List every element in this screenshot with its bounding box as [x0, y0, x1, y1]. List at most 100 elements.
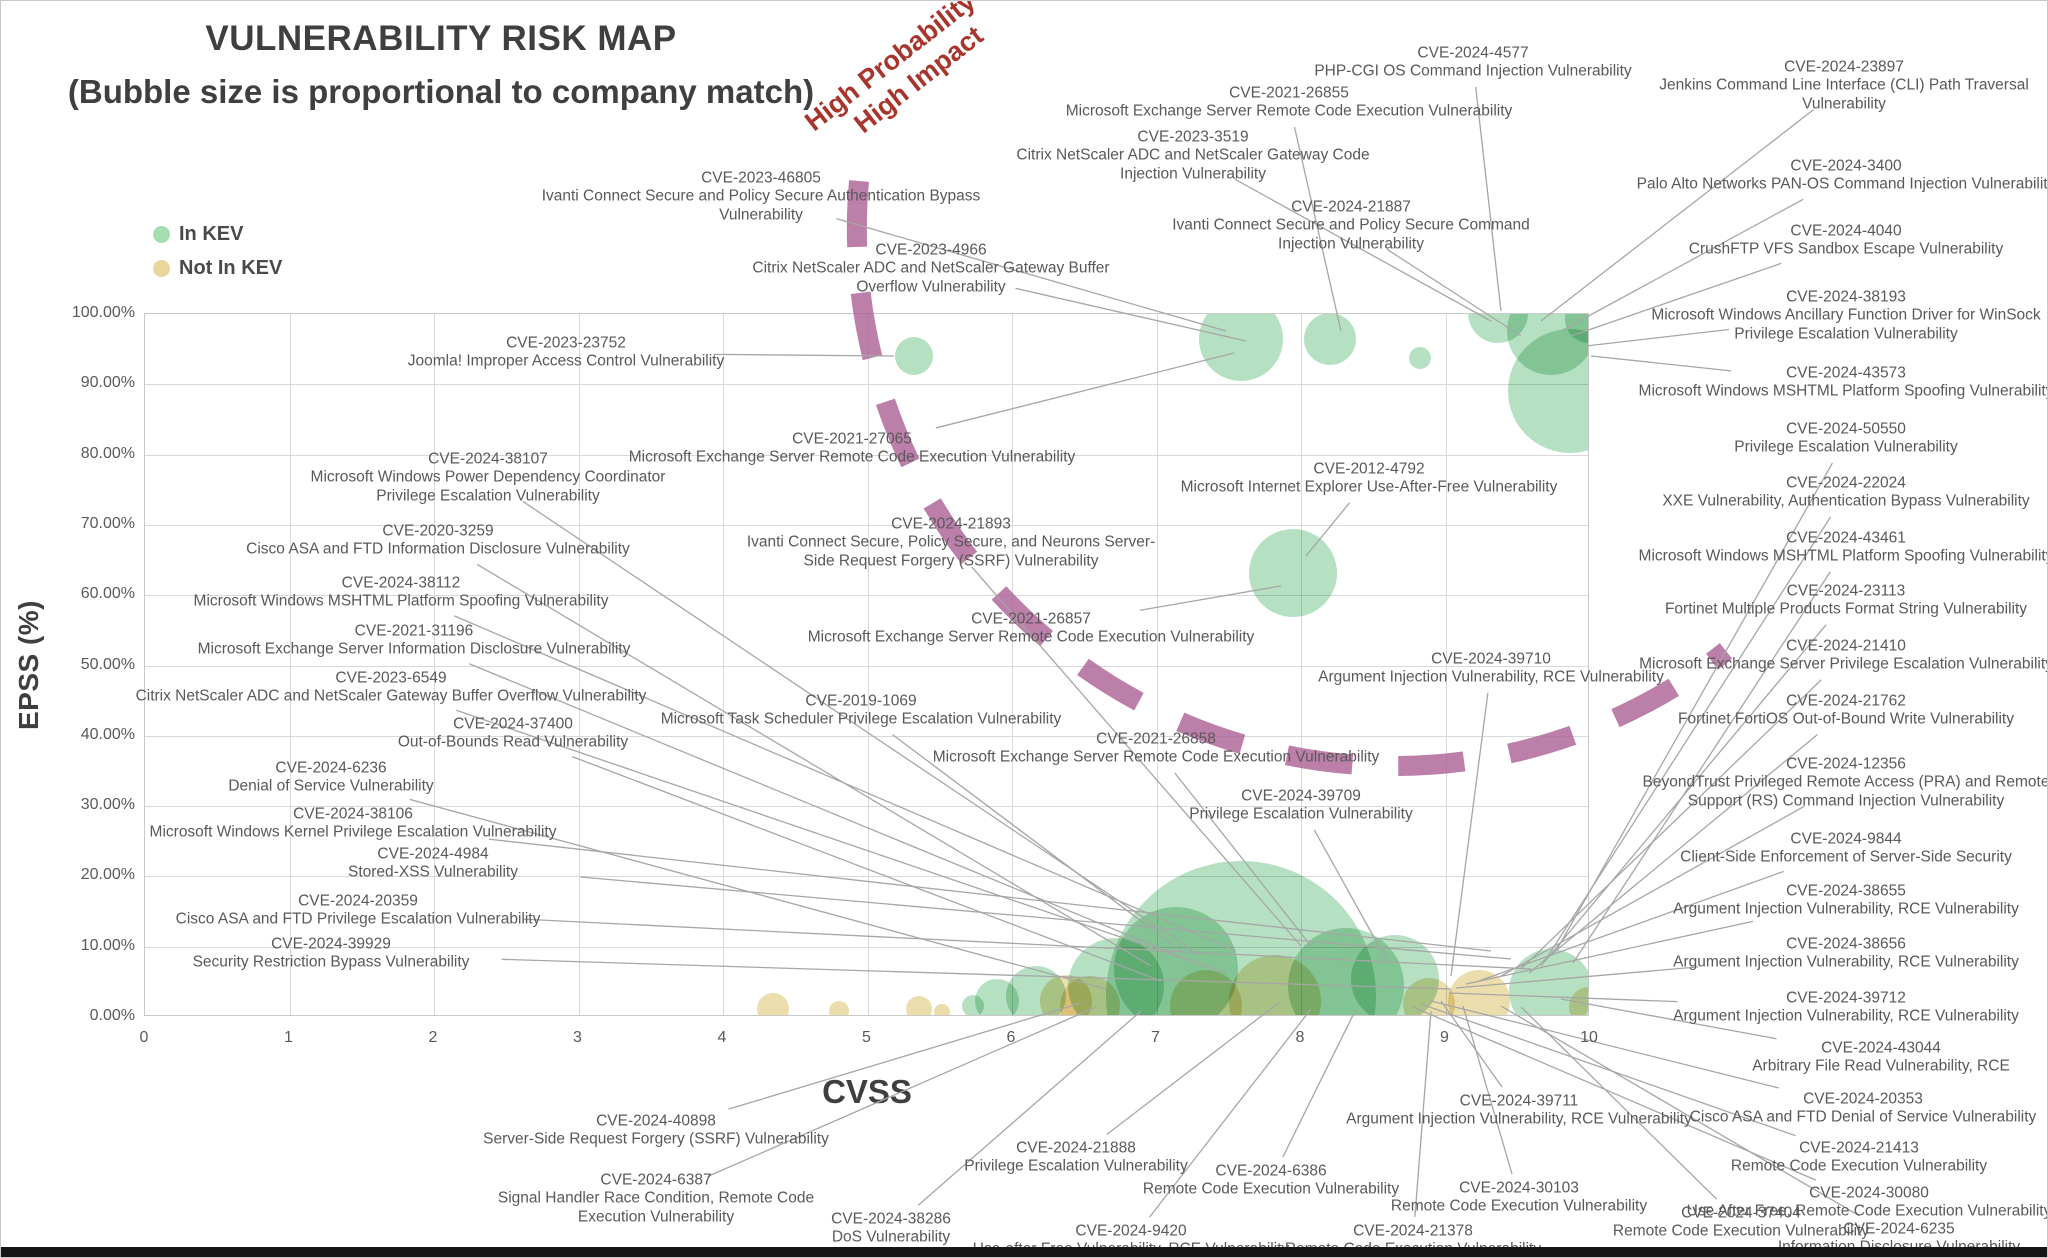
- x-tick-label: 8: [1295, 1029, 1305, 1046]
- cve-id: CVE-2024-21893: [891, 515, 1011, 533]
- x-tick-label: 3: [573, 1029, 582, 1046]
- cve-id: CVE-2024-38193: [1786, 288, 1906, 306]
- cve-id: CVE-2019-1069: [805, 692, 917, 710]
- cve-description: BeyondTrust Privileged Remote Access (PR…: [1642, 773, 2048, 810]
- cve-id: CVE-2024-39710: [1431, 650, 1551, 668]
- cve-description: Remote Code Execution Vulnerability: [1730, 1158, 1988, 1175]
- cve-id: CVE-2024-38107: [428, 450, 548, 468]
- cve-description: Argument Injection Vulnerability, RCE Vu…: [1318, 669, 1664, 686]
- cve-id: CVE-2024-6236: [275, 759, 387, 777]
- cve-id: CVE-2024-21887: [1291, 198, 1411, 216]
- cve-description: Argument Injection Vulnerability, RCE Vu…: [1673, 954, 2019, 971]
- y-tick-label: 0.00%: [89, 1007, 135, 1024]
- bubble-point: [905, 995, 932, 1015]
- cve-description: Ivanti Connect Secure, Policy Secure, an…: [746, 533, 1156, 570]
- cve-id: CVE-2024-37404: [1681, 1204, 1801, 1222]
- cve-id: CVE-2024-30080: [1809, 1184, 1929, 1202]
- cve-id: CVE-2012-4792: [1313, 460, 1425, 478]
- cve-id: CVE-2024-20359: [298, 892, 418, 910]
- cve-description: Ivanti Connect Secure and Policy Secure …: [541, 187, 981, 224]
- cve-description: Client-Side Enforcement of Server-Side S…: [1680, 849, 2012, 866]
- legend-label: In KEV: [179, 222, 244, 245]
- cve-description: Microsoft Windows Power Dependency Coord…: [310, 468, 666, 505]
- chart-title: VULNERABILITY RISK MAP: [205, 19, 677, 58]
- cve-id: CVE-2024-4577: [1417, 44, 1529, 62]
- legend-label: Not In KEV: [179, 256, 283, 279]
- cve-id: CVE-2023-23752: [506, 334, 626, 352]
- cve-description: Microsoft Exchange Server Information Di…: [197, 641, 631, 658]
- y-tick-label: 100.00%: [71, 304, 135, 321]
- cve-description: Citrix NetScaler ADC and NetScaler Gatew…: [1016, 146, 1370, 183]
- cve-description: Fortinet Multiple Products Format String…: [1664, 601, 2028, 618]
- cve-description: Palo Alto Networks PAN-OS Command Inject…: [1636, 176, 2048, 193]
- leader-line: [1282, 1008, 1357, 1158]
- cve-id: CVE-2024-21762: [1786, 692, 1906, 710]
- bubble-point: [962, 995, 985, 1015]
- cve-id: CVE-2024-38286: [831, 1210, 951, 1228]
- y-tick-label: 80.00%: [80, 444, 135, 462]
- cve-id: CVE-2024-20353: [1803, 1090, 1923, 1108]
- gridline-vertical: [289, 314, 291, 1015]
- cve-description: PHP-CGI OS Command Injection Vulnerabili…: [1314, 63, 1632, 80]
- cve-description: Security Restriction Bypass Vulnerabilit…: [192, 954, 470, 971]
- cve-description: Microsoft Task Scheduler Privilege Escal…: [660, 711, 1062, 728]
- cve-description: Server-Side Request Forgery (SSRF) Vulne…: [483, 1131, 829, 1148]
- cve-description: Fortinet FortiOS Out-of-Bound Write Vuln…: [1678, 711, 2014, 728]
- x-tick-label: 10: [1580, 1029, 1598, 1046]
- cve-description: Joomla! Improper Access Control Vulnerab…: [407, 353, 725, 370]
- y-tick-label: 50.00%: [80, 655, 135, 673]
- cve-description: Microsoft Exchange Server Privilege Esca…: [1639, 656, 2048, 673]
- legend-item-in-kev: In KEV: [153, 217, 282, 251]
- bubble-point: [1198, 314, 1283, 382]
- cve-description: Remote Code Execution Vulnerability: [1612, 1223, 1870, 1240]
- x-tick-label: 9: [1440, 1029, 1449, 1046]
- cve-id: CVE-2024-39929: [271, 935, 391, 953]
- taskbar-edge: [1, 1247, 2047, 1257]
- cve-description: Arbitrary File Read Vulnerability, RCE: [1752, 1058, 2010, 1075]
- cve-description: Use After Free, Remote Code Execution Vu…: [1686, 1203, 2048, 1220]
- cve-description: Microsoft Windows MSHTML Platform Spoofi…: [1638, 548, 2048, 565]
- cve-id: CVE-2021-26857: [971, 610, 1091, 628]
- chart-subtitle: (Bubble size is proportional to company …: [67, 73, 815, 110]
- cve-id: CVE-2024-39709: [1241, 787, 1361, 805]
- bubble-point: [1248, 529, 1337, 618]
- legend: In KEV Not In KEV: [153, 217, 282, 285]
- cve-description: Jenkins Command Line Interface (CLI) Pat…: [1659, 76, 2029, 113]
- chart-title-block: VULNERABILITY RISK MAP (Bubble size is p…: [41, 19, 841, 111]
- legend-item-not-in-kev: Not In KEV: [153, 251, 282, 285]
- cve-description: Cisco ASA and FTD Denial of Service Vuln…: [1689, 1109, 2037, 1126]
- cve-description: Citrix NetScaler ADC and NetScaler Gatew…: [752, 259, 1110, 296]
- x-tick-label: 2: [428, 1029, 438, 1046]
- in-kev-marker-icon: [153, 225, 170, 243]
- cve-id: CVE-2024-4984: [377, 845, 489, 863]
- bubble-point: [829, 1001, 850, 1015]
- cve-id: CVE-2021-31196: [354, 622, 474, 640]
- cve-id: CVE-2024-22024: [1786, 474, 1906, 492]
